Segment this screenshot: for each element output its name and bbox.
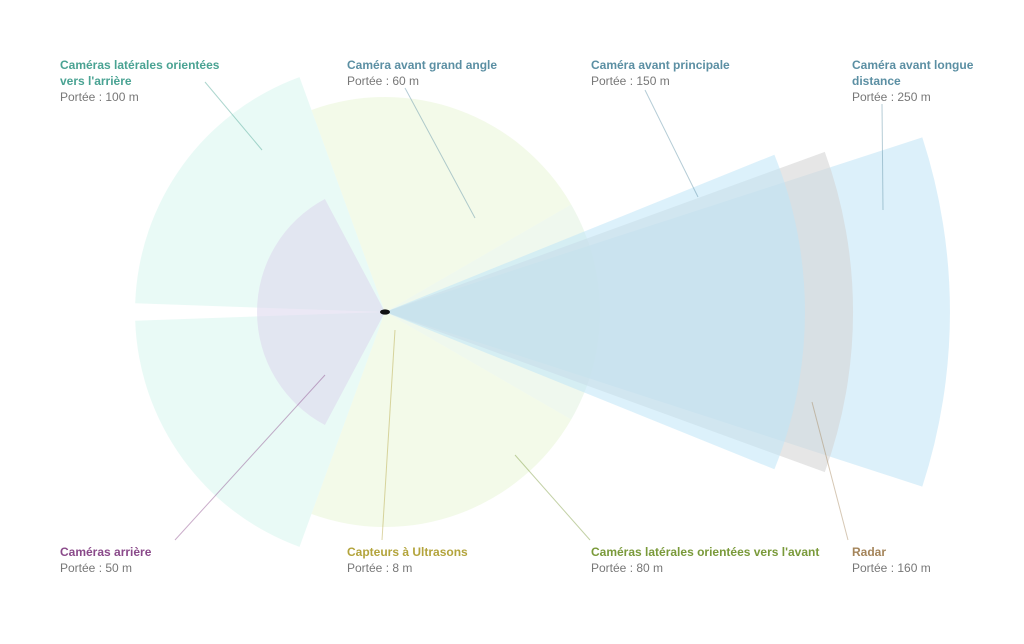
coverage-sectors xyxy=(135,77,950,547)
leader-line-ultra xyxy=(381,329,396,541)
leader-lines xyxy=(174,81,884,541)
label-range: Portée : 160 m xyxy=(852,561,931,575)
label-title: Caméras arrière xyxy=(60,545,152,559)
label-title: Caméras latérales orientées vers l'avant xyxy=(591,545,820,559)
label-rear-cameras: Caméras arrière Portée : 50 m xyxy=(60,544,240,576)
label-title: Radar xyxy=(852,545,887,559)
leader-line-side-front xyxy=(514,454,591,541)
label-range: Portée : 150 m xyxy=(591,74,670,88)
sector-side-front-1 xyxy=(311,97,572,313)
label-ultrasonic-sensors: Capteurs à Ultrasons Portée : 8 m xyxy=(347,544,527,576)
label-wide-angle-camera: Caméra avant grand angle Portée : 60 m xyxy=(347,57,527,89)
leader-line-main xyxy=(644,89,699,198)
label-radar: Radar Portée : 160 m xyxy=(852,544,992,576)
sector-side-front-2 xyxy=(311,312,572,527)
car-icon xyxy=(380,309,390,315)
leader-line-radar xyxy=(811,401,849,541)
label-title: Caméras latérales orientées vers l'arriè… xyxy=(60,58,220,88)
label-title: Caméra avant longue distance xyxy=(852,58,974,88)
label-main-front-camera: Caméra avant principale Portée : 150 m xyxy=(591,57,771,89)
label-range: Portée : 100 m xyxy=(60,90,139,104)
label-range: Portée : 8 m xyxy=(347,561,413,575)
label-title: Caméra avant grand angle xyxy=(347,58,498,72)
label-range: Portée : 250 m xyxy=(852,90,931,104)
label-range: Portée : 50 m xyxy=(60,561,133,575)
leader-line-rear xyxy=(174,374,326,541)
label-range: Portée : 60 m xyxy=(347,74,420,88)
label-title: Capteurs à Ultrasons xyxy=(347,545,468,559)
sector-main xyxy=(385,154,805,470)
label-side-front-cameras: Caméras latérales orientées vers l'avant… xyxy=(591,544,841,576)
label-long-range-camera: Caméra avant longue distance Portée : 25… xyxy=(852,57,992,105)
label-side-rear-cameras: Caméras latérales orientées vers l'arriè… xyxy=(60,57,235,105)
leader-line-long xyxy=(881,103,884,211)
label-range: Portée : 80 m xyxy=(591,561,664,575)
leader-line-wide xyxy=(404,87,476,219)
sector-rear xyxy=(257,199,385,425)
leader-line-side-rear xyxy=(204,81,263,151)
label-title: Caméra avant principale xyxy=(591,58,730,72)
